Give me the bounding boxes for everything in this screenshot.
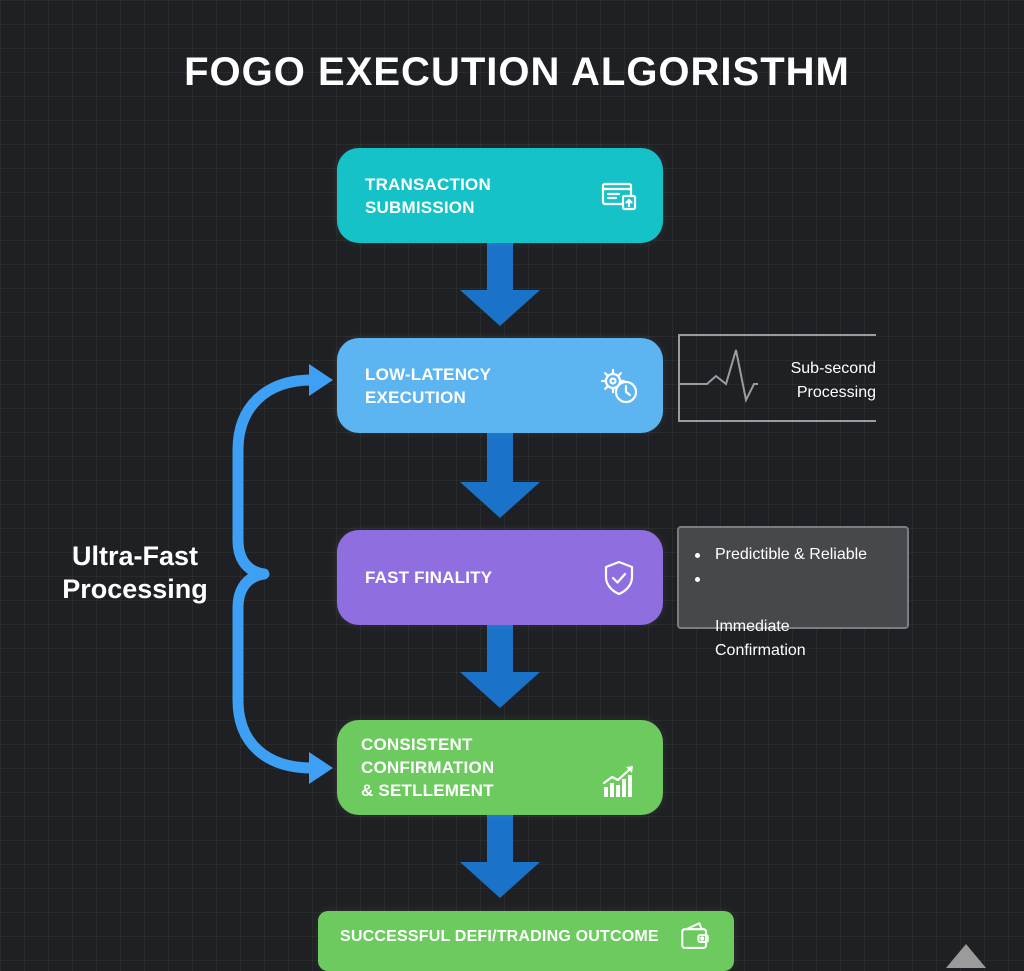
- note-text: Predictible & Reliable: [715, 546, 868, 563]
- step-label: SUCCESSFUL DEFI/TRADING OUTCOME: [340, 927, 659, 945]
- diagram-title: FOGO EXECUTION ALGORISTHM: [184, 50, 850, 94]
- note-text: Immediate Confirmation: [715, 618, 806, 659]
- step-label: CONSISTENT CONFIRMATION & SETLLEMENT: [361, 735, 495, 800]
- side-label: Ultra-Fast Processing: [62, 541, 208, 604]
- step-successful-outcome: SUCCESSFUL DEFI/TRADING OUTCOME: [318, 911, 734, 971]
- note-item: Predictible & Reliable: [693, 543, 897, 567]
- gear-clock-icon: [599, 366, 639, 406]
- flow-arrow-2: [460, 433, 540, 518]
- flow-arrow-1: [460, 243, 540, 326]
- transaction-window-icon: [599, 176, 639, 216]
- corner-triangle-icon: [946, 944, 986, 968]
- bullet-icon: [695, 577, 700, 582]
- wallet-icon: [678, 919, 712, 953]
- step-label: LOW-LATENCY EXECUTION: [365, 364, 492, 407]
- note-item: Immediate Confirmation: [693, 567, 897, 663]
- step-low-latency-execution: LOW-LATENCY EXECUTION: [337, 338, 663, 433]
- step-consistent-confirmation: CONSISTENT CONFIRMATION & SETLLEMENT: [337, 720, 663, 815]
- notes-panel: Predictible & Reliable Immediate Confirm…: [677, 526, 909, 659]
- shield-check-icon: [599, 558, 639, 598]
- step-label: TRANSACTION SUBMISSION: [365, 174, 491, 217]
- bracket-arrowhead-bottom: [309, 752, 333, 784]
- wave-panel-text: Sub-second Processing: [790, 360, 876, 401]
- chart-growth-icon: [599, 761, 639, 801]
- bracket-arrowhead-top: [309, 364, 333, 396]
- step-fast-finality: FAST FINALITY: [337, 530, 663, 625]
- step-label: FAST FINALITY: [365, 568, 493, 587]
- bullet-icon: [695, 553, 700, 558]
- flow-arrow-3: [460, 625, 540, 708]
- flow-arrow-4: [460, 815, 540, 898]
- step-transaction-submission: TRANSACTION SUBMISSION: [337, 148, 663, 243]
- bracket-arrow: [232, 374, 318, 774]
